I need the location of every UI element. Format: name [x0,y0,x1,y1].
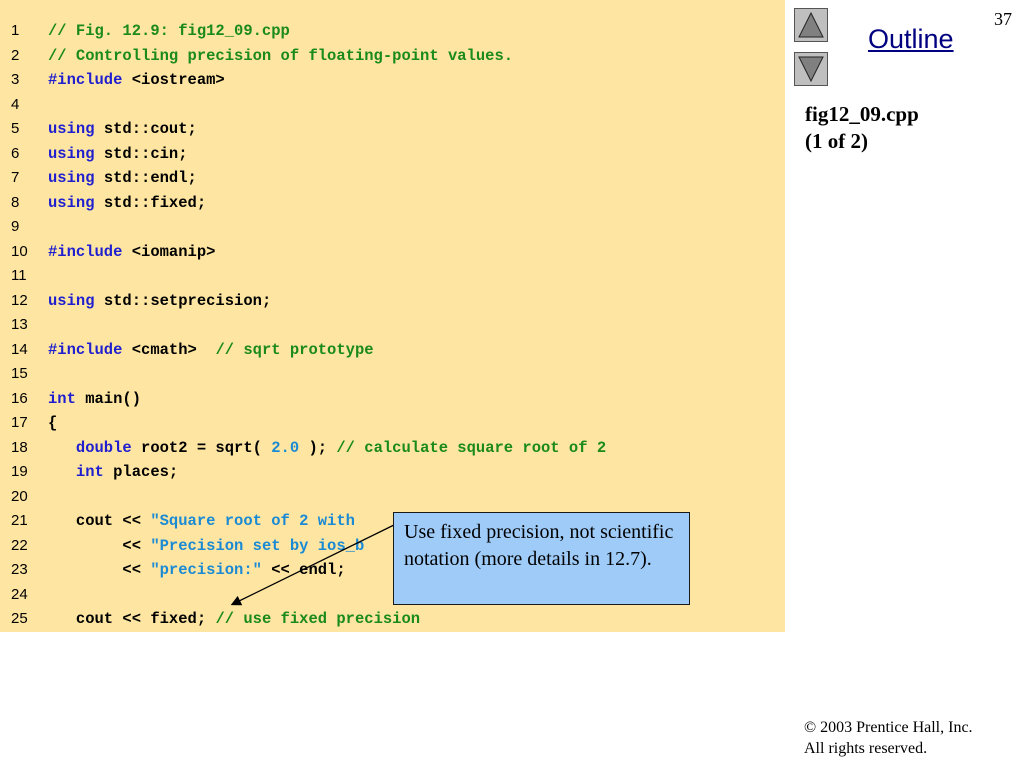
code-text: int places; [75,463,179,481]
line-number: 3 [11,71,20,88]
code-line: 10 #include <iomanip> [0,240,785,264]
callout-text: Use fixed precision, not scientific nota… [404,521,674,570]
line-number: 18 [11,438,28,456]
line-number: 17 [11,414,28,431]
code-line: 13 [0,313,785,337]
code-text: << "Precision set by ios_b [48,536,365,555]
line-number: 24 [11,585,28,603]
line-number: 19 [11,463,28,480]
code-text: int main() [48,389,142,408]
copyright-text: © 2003 Prentice Hall, Inc. [804,719,973,736]
line-number: 9 [11,218,20,235]
line-number: 21 [11,512,28,529]
code-text: using std::cin; [48,144,188,163]
code-text: using std::fixed; [48,193,207,212]
code-text: using std::endl; [48,169,197,187]
code-line: 3 #include <iostream> [0,68,785,92]
code-line: 6 using std::cin; [0,142,785,166]
line-number: 6 [11,144,20,162]
code-text: using std::setprecision; [48,291,272,310]
page-label: (1 of 2) [805,129,868,153]
code-line: 4 [0,93,785,117]
line-number: 5 [11,120,20,137]
code-line: 5 using std::cout; [0,117,785,141]
code-line: 19 int places; [0,460,785,484]
line-number: 12 [11,291,28,309]
code-text: #include <cmath> // sqrt prototype [48,340,374,359]
code-line: 14 #include <cmath> // sqrt prototype [0,338,785,362]
line-number: 8 [11,193,20,211]
line-number: 10 [11,242,28,260]
code-text: double root2 = sqrt( 2.0 ); // calculate… [75,438,607,457]
callout-box: Use fixed precision, not scientific nota… [393,512,690,605]
code-line: 1 // Fig. 12.9: fig12_09.cpp [0,19,785,43]
code-line: 8 using std::fixed; [0,191,785,215]
line-number: 7 [11,169,20,186]
code-text: << "precision:" << endl; [48,561,346,579]
line-number: 2 [11,46,20,64]
file-title: fig12_09.cpp [805,102,919,126]
code-line: 17 { [0,411,785,435]
code-text: { [48,414,58,432]
code-line: 12 using std::setprecision; [0,289,785,313]
code-line: 11 [0,264,785,288]
side-title: fig12_09.cpp (1 of 2) [805,101,919,155]
code-text: // Fig. 12.9: fig12_09.cpp [48,22,290,40]
code-line: 9 [0,215,785,239]
line-number: 1 [11,22,20,39]
footer: © 2003 Prentice Hall, Inc. All rights re… [804,717,973,759]
code-text: using std::cout; [48,120,197,138]
line-number: 25 [11,610,28,627]
line-number: 15 [11,365,28,382]
code-text: cout << "Square root of 2 with [48,512,355,530]
code-text: // Controlling precision of floating-poi… [48,46,514,65]
slide-number: 37 [994,9,1012,29]
code-line: 15 [0,362,785,386]
rights-text: All rights reserved. [804,740,928,757]
code-line: 24 [0,583,785,607]
code-text: #include <iostream> [48,71,225,89]
code-line: 7 using std::endl; [0,166,785,190]
outline-link[interactable]: Outline [868,24,954,54]
line-number: 13 [11,316,28,333]
code-line: 2 // Controlling precision of floating-po… [0,44,785,68]
line-number: 11 [11,267,27,284]
previous-slide-button[interactable] [794,8,828,42]
code-line: 20 [0,485,785,509]
line-number: 4 [11,95,20,113]
line-number: 23 [11,561,28,578]
next-slide-button[interactable] [794,52,828,86]
line-number: 22 [11,536,28,554]
triangle-down-icon [798,56,824,83]
line-number: 16 [11,389,28,407]
line-number: 14 [11,340,28,358]
code-text: #include <iomanip> [48,242,216,261]
line-number: 20 [11,487,28,505]
code-line: 25 cout << fixed; // use fixed precision [0,607,785,631]
code-text: cout << fixed; // use fixed precision [48,610,421,628]
triangle-up-icon [798,11,824,38]
code-line: 16 int main() [0,387,785,411]
code-line: 18 double root2 = sqrt( 2.0 ); // calcul… [0,436,785,460]
